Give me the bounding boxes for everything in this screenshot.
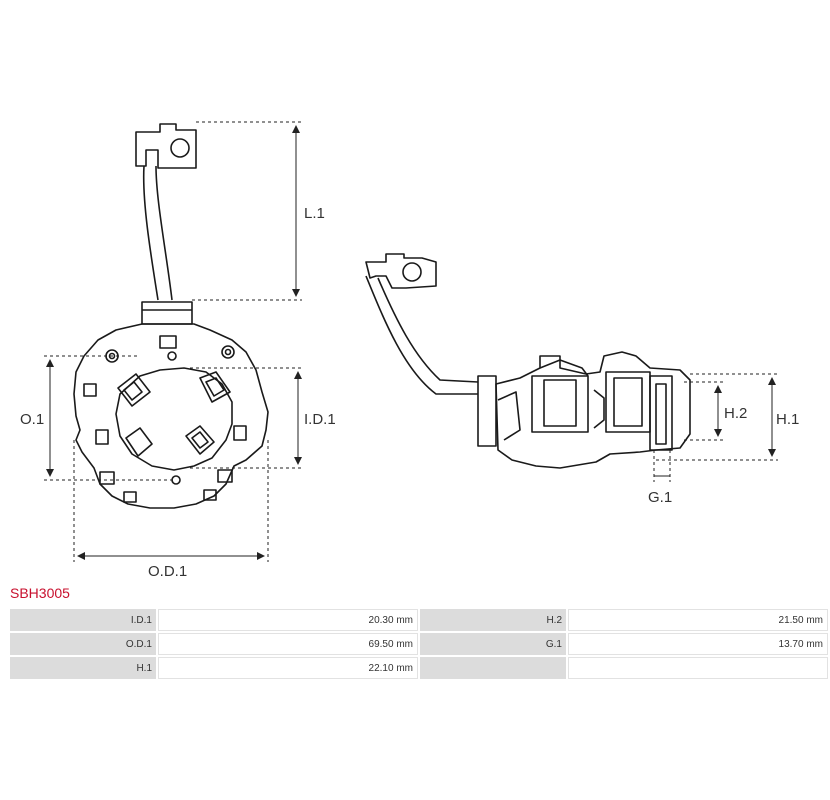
table-row: H.1 22.10 mm	[10, 657, 828, 679]
lug-hole-front	[170, 138, 190, 158]
terminal-lug-front	[135, 123, 197, 169]
spec-key: G.1	[420, 633, 566, 655]
brush-box-4	[185, 425, 215, 455]
brush-box-1	[117, 373, 151, 407]
label-l1: L.1	[304, 205, 325, 222]
side-view	[365, 253, 691, 469]
table-row: O.D.1 69.50 mm G.1 13.70 mm	[10, 633, 828, 655]
product-code: SBH3005	[10, 585, 70, 601]
cable-side	[365, 275, 479, 395]
spec-value: 21.50 mm	[568, 609, 828, 631]
terminal-lug-side	[365, 253, 437, 289]
spec-key: H.1	[10, 657, 156, 679]
front-view	[73, 123, 269, 509]
brush-housing-left	[531, 375, 589, 433]
edge-tab-3	[99, 471, 115, 485]
label-h1: H.1	[776, 411, 799, 428]
end-cap	[649, 375, 673, 451]
dimension-lines	[44, 121, 778, 562]
spec-value: 69.50 mm	[158, 633, 418, 655]
side-notch	[83, 383, 97, 397]
spec-value: 13.70 mm	[568, 633, 828, 655]
spec-value: 22.10 mm	[158, 657, 418, 679]
brush-box-2	[199, 371, 231, 403]
table-row: I.D.1 20.30 mm H.2 21.50 mm	[10, 609, 828, 631]
top-notch	[159, 335, 177, 349]
label-h2: H.2	[724, 405, 747, 422]
spec-key: I.D.1	[10, 609, 156, 631]
edge-tab-1	[95, 429, 109, 445]
label-od1: O.D.1	[148, 563, 187, 580]
cable-sleeve-side	[477, 375, 497, 447]
holder-plate-outline	[73, 323, 269, 509]
brush-box-3	[125, 427, 153, 457]
mount-hole-3	[171, 475, 181, 485]
spec-table: I.D.1 20.30 mm H.2 21.50 mm O.D.1 69.50 …	[8, 607, 830, 681]
lug-hole-side	[402, 262, 422, 282]
label-g1: G.1	[648, 489, 672, 506]
mount-hole-2	[221, 345, 235, 359]
inner-opening	[115, 367, 233, 471]
label-o1: O.1	[20, 411, 44, 428]
edge-tab-6	[203, 489, 217, 501]
edge-tab-4	[217, 469, 233, 483]
label-id1: I.D.1	[304, 411, 336, 428]
spec-key: O.D.1	[10, 633, 156, 655]
edge-tab-5	[123, 491, 137, 503]
technical-drawing: L.1 O.1 I.D.1 O.D.1 H.2 H.1 G.1	[20, 121, 799, 580]
cable-front	[142, 165, 173, 301]
holder-body-side	[495, 351, 691, 469]
edge-tab-2	[233, 425, 247, 441]
brush-housing-right	[605, 371, 651, 433]
spec-key: H.2	[420, 609, 566, 631]
spec-key	[420, 657, 566, 679]
spec-value: 20.30 mm	[158, 609, 418, 631]
cable-sleeve-front	[141, 301, 193, 325]
rivet-top	[167, 351, 177, 361]
spec-value	[568, 657, 828, 679]
